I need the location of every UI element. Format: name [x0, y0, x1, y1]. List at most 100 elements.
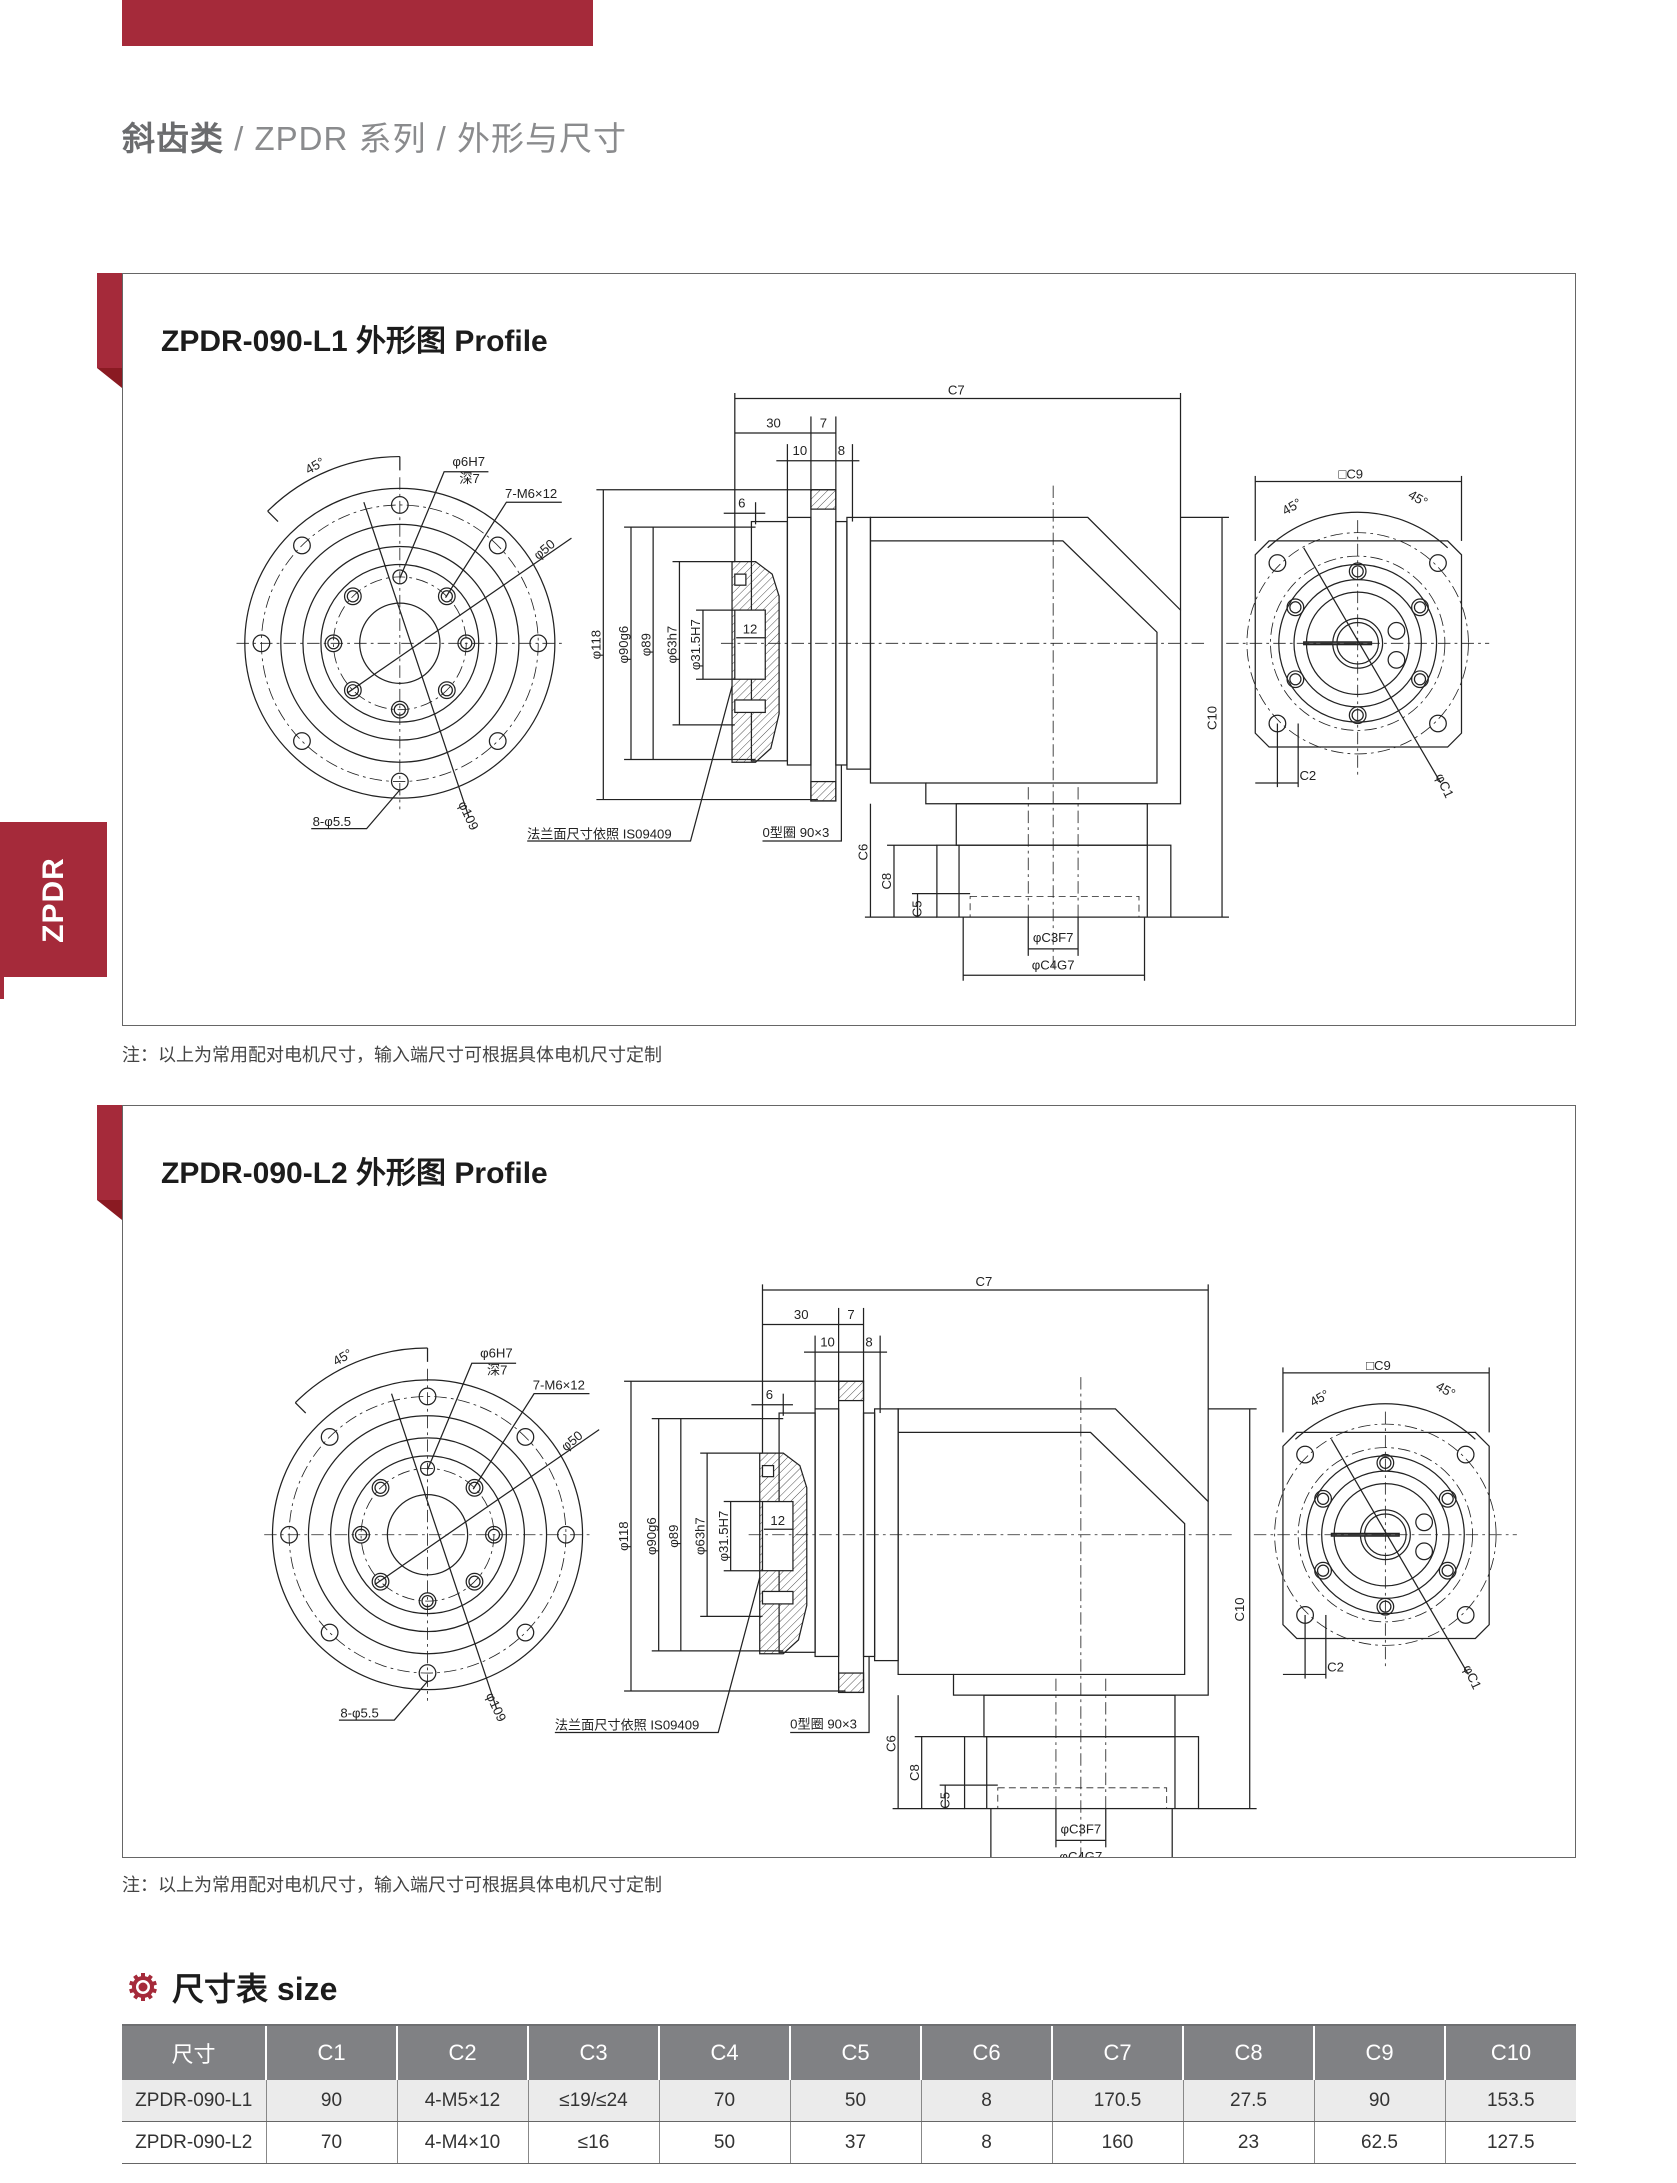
dimension-label: 45°	[1433, 1378, 1458, 1401]
dimension-label: φ109	[455, 799, 481, 833]
flange-hole-inner	[1316, 1492, 1330, 1505]
dimension-label: 12	[743, 622, 758, 637]
dimension-label: φC1	[1460, 1662, 1484, 1691]
mount-hole	[320, 1623, 339, 1642]
flange-hole	[1438, 1489, 1457, 1508]
table-cell: 160	[1051, 2121, 1183, 2164]
dimension-label: C6	[856, 844, 871, 861]
adapter-ring	[786, 516, 812, 766]
dimension-label: 45°	[302, 454, 327, 477]
dimension-label: φ50	[531, 536, 558, 562]
mount-hole	[516, 1623, 535, 1642]
dimension-label: C7	[976, 1274, 993, 1289]
dimension-label: 法兰面尺寸依照 IS09409	[527, 826, 671, 841]
dimension-label: C5	[937, 1792, 952, 1809]
breadcrumb: 斜齿类 / ZPDR 系列 / 外形与尺寸	[122, 112, 627, 160]
angle-arc	[1267, 511, 1449, 549]
pin-hole	[392, 569, 408, 585]
dimension-label: φ63h7	[665, 626, 680, 664]
leader-line	[1303, 547, 1442, 784]
side-tab-edge	[0, 977, 4, 999]
tapped-hole	[371, 1572, 390, 1591]
dimension-label: 8-φ5.5	[340, 1705, 378, 1720]
dimension-label: φ89	[638, 633, 653, 656]
tap-hole	[1387, 621, 1406, 640]
flange-hole-inner	[1413, 601, 1427, 614]
dimension-label: C10	[1232, 1597, 1247, 1621]
table-cell: 127.5	[1444, 2121, 1576, 2164]
hub-screw	[761, 1590, 794, 1605]
dimension-label: C2	[1327, 1660, 1344, 1675]
table-cell: 50	[789, 2080, 921, 2122]
dimension-label: □C9	[1366, 1358, 1391, 1373]
tapped-hole-inner	[346, 590, 360, 603]
gear-icon	[129, 1973, 157, 2001]
flange-hole-inner	[1413, 673, 1427, 686]
column-header: C6	[920, 2024, 1052, 2080]
column-header: C3	[527, 2024, 659, 2080]
tapped-hole-inner	[374, 1575, 387, 1588]
flange-hole	[1348, 562, 1367, 581]
breadcrumb-page: 外形与尺寸	[457, 120, 628, 157]
angle-arc	[1294, 1403, 1476, 1440]
column-header: C2	[396, 2024, 528, 2080]
leader-line	[399, 471, 489, 579]
dimension-label: φ31.5H7	[688, 619, 703, 670]
table-cell: 23	[1182, 2121, 1314, 2164]
dimension-label: φC3F7	[1033, 930, 1074, 945]
corner-hole	[1456, 1445, 1475, 1464]
dimension-label: C8	[879, 873, 894, 890]
dimension-label: 45°	[1406, 487, 1431, 510]
dimension-label: 45°	[1279, 495, 1304, 518]
header-accent-bar	[122, 0, 593, 46]
body-inner-edge	[870, 540, 1158, 784]
dimension-label: C8	[907, 1764, 922, 1781]
dimension-label: C5	[910, 900, 925, 917]
tapped-hole	[437, 681, 456, 700]
hub-bore	[761, 1500, 794, 1572]
output-flange	[936, 844, 1172, 918]
dimension-label: φ90g6	[616, 626, 631, 664]
dimension-label: 0型圈 90×3	[762, 825, 829, 840]
dimension-label: C10	[1204, 706, 1219, 730]
flange-section	[837, 1380, 865, 1402]
panel-title: ZPDR-090-L2 外形图 Profile	[161, 1157, 548, 1190]
dimension-label: 0型圈 90×3	[790, 1716, 857, 1731]
dimension-label: 45°	[1307, 1387, 1332, 1410]
dimension-label: 6	[766, 1387, 773, 1402]
hub-pin	[761, 1464, 775, 1478]
flange-hole	[1376, 1597, 1395, 1616]
panel-note: 注：以上为常用配对电机尺寸，输入端尺寸可根据具体电机尺寸定制	[122, 1875, 662, 1895]
table-cell: 4-M5×12	[396, 2080, 528, 2122]
hidden-bore	[969, 895, 1140, 918]
tapped-hole-inner	[468, 1481, 481, 1494]
dimension-label: φ118	[589, 630, 604, 659]
column-header: C9	[1313, 2024, 1445, 2080]
leader-line	[472, 1393, 590, 1490]
gearbox-body	[897, 1408, 1209, 1696]
flange-section	[810, 489, 837, 510]
side-tab-label: ZPDR	[36, 856, 70, 943]
body-inner-edge	[898, 1431, 1186, 1676]
leader-line	[346, 537, 572, 694]
leader-line	[363, 502, 470, 818]
table-cell: 50	[658, 2121, 790, 2164]
mount-hole	[488, 732, 507, 750]
hub-bore	[734, 609, 766, 680]
breadcrumb-series: ZPDR 系列	[254, 120, 427, 157]
flange-hole	[1411, 670, 1429, 689]
column-header: C7	[1051, 2024, 1183, 2080]
tapped-hole	[343, 587, 362, 606]
flange-hole	[1286, 598, 1305, 617]
hub-pin	[734, 573, 747, 586]
corner-hole	[1429, 554, 1447, 572]
dimension-label: 7	[820, 416, 827, 431]
side-section-tab: ZPDR	[0, 822, 107, 977]
mount-hole	[293, 732, 311, 750]
tapped-hole-inner	[346, 684, 360, 697]
